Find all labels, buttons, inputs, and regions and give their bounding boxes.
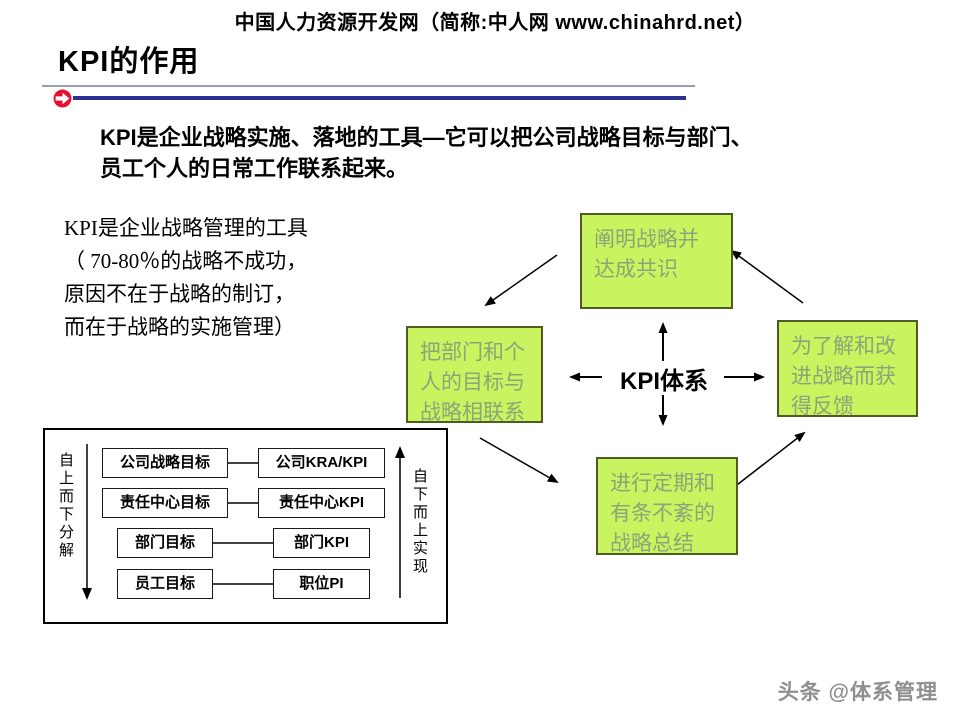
cycle-box-periodic-review: 进行定期和有条不紊的战略总结 — [596, 457, 738, 555]
side-note-line: 原因不在于战略的制订， — [64, 282, 295, 306]
goal-box-row-4: 员工目标 — [117, 569, 213, 599]
side-note-line: （ 70-80％的战略不成功， — [64, 249, 308, 273]
left-axis-label: 自上而下分解 — [57, 452, 73, 560]
cascade-lines — [82, 444, 405, 600]
side-note: KPI是企业战略管理的工具 （ 70-80％的战略不成功， 原因不在于战略的制订… — [64, 212, 364, 344]
intro-line-1: KPI是企业战略实施、落地的工具—它可以把公司战略目标与部门、 — [100, 125, 753, 150]
arrow-top-to-left — [484, 254, 558, 307]
right-axis-label: 自下而上实现 — [411, 468, 427, 576]
goal-box-row-1: 公司战略目标 — [102, 448, 228, 478]
side-note-line: KPI是企业战略管理的工具 — [64, 216, 308, 240]
cascade-diagram: 自上而下分解 自下而上实现 公司战略目标 公司KRA/KPI 责任中心目标 责任… — [43, 428, 448, 624]
divider-gray-line — [42, 85, 695, 87]
cycle-box-clarify-strategy: 阐明战略并达成共识 — [580, 213, 733, 309]
arrow-right-to-top — [730, 249, 804, 304]
goal-box-row-3: 部门目标 — [117, 528, 213, 558]
watermark: 头条 @体系管理 — [777, 681, 938, 704]
arrow-bottom-to-right — [732, 431, 806, 489]
intro-paragraph: KPI是企业战略实施、落地的工具—它可以把公司战略目标与部门、 员工个人的日常工… — [100, 122, 840, 184]
intro-line-2: 员工个人的日常工作联系起来。 — [100, 156, 409, 181]
kpi-box-row-2: 责任中心KPI — [258, 488, 385, 518]
red-circle-arrow-icon — [53, 89, 72, 108]
arrow-left-to-bottom — [479, 437, 559, 483]
kpi-box-row-1: 公司KRA/KPI — [258, 448, 385, 478]
cycle-center-label: KPI体系 — [619, 368, 708, 395]
divider-navy-line — [73, 96, 686, 100]
kpi-box-row-4: 职位PI — [273, 569, 370, 599]
page-title: KPI的作用 — [58, 46, 200, 78]
site-header: 中国人力资源开发网（简称:中人网 www.chinahrd.net） — [234, 12, 756, 34]
cycle-box-feedback: 为了解和改进战略而获得反馈 — [777, 320, 918, 418]
cycle-box-link-goals: 把部门和个人的目标与战略相联系 — [406, 326, 543, 424]
kpi-box-row-3: 部门KPI — [273, 528, 370, 558]
goal-box-row-2: 责任中心目标 — [102, 488, 228, 518]
side-note-line: 而在于战略的实施管理） — [64, 315, 295, 339]
